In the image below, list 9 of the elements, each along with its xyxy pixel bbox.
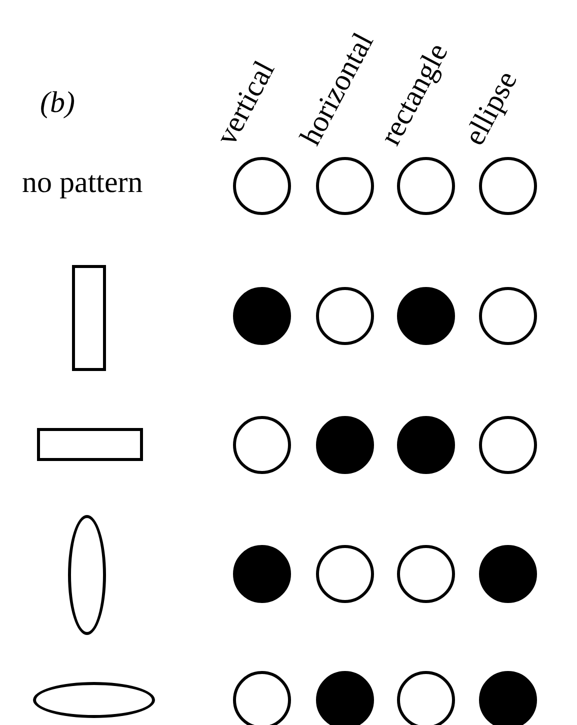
row-label: no pattern bbox=[22, 168, 143, 198]
panel-label: (b) bbox=[40, 88, 75, 118]
filled-circle bbox=[479, 671, 537, 725]
column-header: ellipse bbox=[460, 66, 523, 150]
open-circle bbox=[233, 671, 291, 725]
filled-circle bbox=[316, 671, 374, 725]
rectangle-shape bbox=[72, 265, 106, 371]
rectangle-shape bbox=[37, 428, 143, 461]
open-circle bbox=[397, 671, 455, 725]
